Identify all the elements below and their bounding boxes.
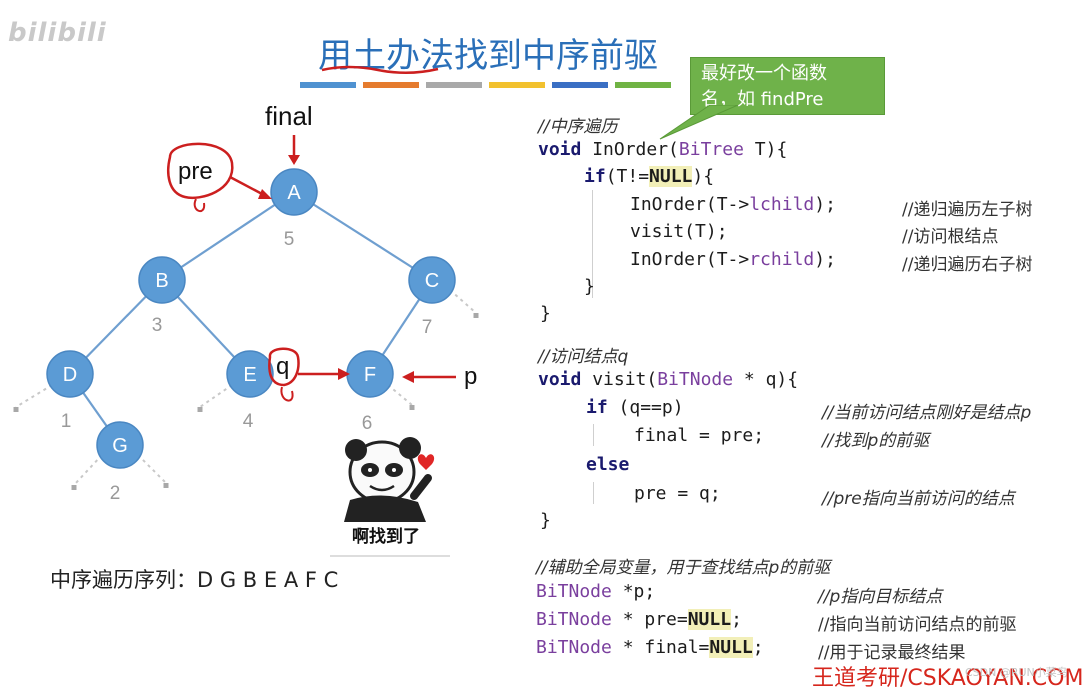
node-d <box>46 350 94 398</box>
comment-global-p: //p指向目标结点 <box>818 587 943 607</box>
comment-rchild: //递归遍历右子树 <box>902 255 1033 275</box>
panda-ear-left <box>345 439 367 461</box>
bilibili-watermark: bilibili <box>8 18 107 48</box>
q-label: q <box>276 353 289 380</box>
global-p-decl: BiTNode *p; <box>536 581 656 602</box>
pre-arrow-head <box>258 189 272 199</box>
node-e-label: E <box>243 364 256 386</box>
final-label: final <box>265 101 313 131</box>
global-pre-decl: BiTNode * pre=NULL; <box>536 609 742 630</box>
p-arrow-head <box>402 371 414 383</box>
order-c: 7 <box>422 317 433 338</box>
title-color-bar <box>615 82 671 88</box>
panda-ear-right <box>399 437 421 459</box>
inorder-comment: //中序遍历 <box>538 117 618 137</box>
q-arrow-head <box>338 368 350 380</box>
order-d: 1 <box>61 411 72 432</box>
comment-global-pre: //指向当前访问结点的前驱 <box>818 615 1017 635</box>
inorder-lchild-line: InOrder(T->lchild); <box>630 194 836 215</box>
close-brace-inner: } <box>584 276 595 297</box>
csdn-watermark: CSDN @RUN小菜鸟 <box>965 666 1068 679</box>
title-color-bar <box>363 82 419 88</box>
global-final-decl: BiTNode * final=NULL; <box>536 637 764 658</box>
node-g-label: G <box>112 435 128 457</box>
node-b <box>138 256 186 304</box>
panda-meme-image: 啊找到了 <box>330 437 450 557</box>
heart-icon <box>417 454 435 470</box>
order-e: 4 <box>243 411 254 432</box>
node-a <box>270 168 318 216</box>
final-arrow-head <box>288 155 300 165</box>
inorder-rchild-line: InOrder(T->rchild); <box>630 249 836 270</box>
edge-a-b <box>161 191 295 281</box>
title-color-bar <box>300 82 356 88</box>
comment-if-q: //当前访问结点刚好是结点p <box>822 403 1032 423</box>
order-b: 3 <box>152 315 163 336</box>
node-d-label: D <box>63 364 77 386</box>
order-g: 2 <box>110 483 121 504</box>
comment-lchild: //递归遍历左子树 <box>902 200 1033 220</box>
pre-assign-line: pre = q; <box>634 483 721 504</box>
else-keyword: else <box>586 454 630 475</box>
visit-call-line: visit(T); <box>630 221 728 242</box>
pre-label: pre <box>178 158 213 185</box>
comment-final: //找到p的前驱 <box>822 431 930 451</box>
inorder-signature: void InOrder(BiTree T){ <box>538 139 788 160</box>
if-line: if(T!=NULL){ <box>584 166 715 187</box>
if-q-equals-p: if (q==p) <box>586 397 684 418</box>
binary-tree-diagram: A B C D E F G 5 3 7 1 4 6 2 final pre q … <box>13 101 479 504</box>
node-c <box>408 256 456 304</box>
node-g <box>96 421 144 469</box>
globals-comment: //辅助全局变量，用于查找结点p的前驱 <box>536 558 831 578</box>
visit-signature: void visit(BiTNode * q){ <box>538 369 799 390</box>
meme-caption: 啊找到了 <box>352 526 420 547</box>
comment-pre: //pre指向当前访问的结点 <box>822 489 1015 509</box>
comment-visit: //访问根结点 <box>902 227 999 247</box>
order-a: 5 <box>284 229 295 250</box>
order-f: 6 <box>362 413 373 434</box>
node-e <box>226 350 274 398</box>
edge-a-c <box>293 191 433 281</box>
close-brace-visit: } <box>540 510 551 531</box>
p-label: p <box>464 363 477 390</box>
final-assign-line: final = pre; <box>634 425 765 446</box>
title-underline-scribble <box>321 65 439 74</box>
title-color-bar <box>552 82 608 88</box>
title-color-bar <box>489 82 545 88</box>
callout-line-1: 最好改一个函数 <box>701 63 827 84</box>
close-brace-outer: } <box>540 303 551 324</box>
node-a-label: A <box>287 182 301 204</box>
comment-global-final: //用于记录最终结果 <box>818 643 966 663</box>
callout-pointer <box>659 105 739 140</box>
visit-comment: //访问结点q <box>538 347 629 367</box>
node-c-label: C <box>425 270 439 292</box>
node-b-label: B <box>155 270 168 292</box>
inorder-sequence: 中序遍历序列：D G B E A F C <box>50 568 339 592</box>
title-color-bar <box>426 82 482 88</box>
node-f-label: F <box>364 364 376 386</box>
